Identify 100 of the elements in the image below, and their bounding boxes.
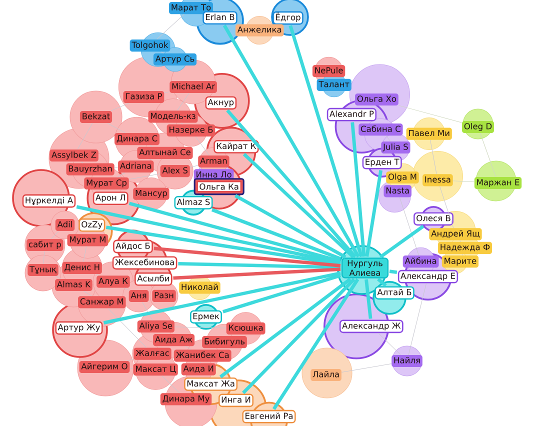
edge-line — [452, 180, 474, 182]
name-label: Марите — [442, 256, 479, 268]
highlight-edge — [242, 152, 354, 258]
name-label: Динара Му — [160, 393, 212, 406]
edge-line — [149, 158, 152, 160]
highlight-edge — [389, 270, 398, 274]
name-label: Динара С — [114, 133, 160, 146]
edge-line — [50, 231, 59, 239]
name-label: Oleg D — [462, 120, 494, 134]
name-label: Alex S — [160, 165, 190, 178]
edge-line — [149, 145, 153, 147]
name-label: Алуа К — [96, 276, 130, 288]
edge-line — [110, 103, 130, 111]
name-label: Айбина — [402, 256, 439, 268]
highlight-edge — [106, 226, 341, 266]
edge-line — [117, 172, 126, 178]
highlight-edge — [128, 202, 341, 263]
edge-line — [174, 326, 226, 328]
name-label: Bauyrzhan — [66, 163, 114, 176]
edge-line — [83, 246, 87, 262]
name-label: Найля — [392, 354, 422, 368]
name-label: NePule — [312, 65, 346, 78]
highlight-edge — [226, 109, 357, 258]
highlighted-label: Alexandr P — [326, 108, 377, 122]
edge-line — [108, 308, 147, 348]
edge-line — [56, 276, 62, 279]
name-label: Almas K — [55, 278, 92, 292]
highlighted-label: Инга И — [218, 394, 254, 408]
edge-line — [161, 52, 164, 54]
highlighted-label: Жексебинова — [112, 256, 178, 270]
name-label: Мурат М — [67, 234, 108, 246]
highlighted-label: Erlan B — [202, 11, 238, 24]
highlight-edge — [222, 24, 360, 258]
name-label: Inessa — [422, 174, 453, 186]
highlighted-label: Ёдгор — [272, 11, 304, 25]
name-label: Анжелика — [235, 24, 284, 36]
highlight-edge — [364, 279, 372, 319]
name-label: Алтынай Се — [137, 146, 193, 159]
name-label: Надежда Ф — [438, 242, 492, 254]
edge-line — [180, 122, 184, 124]
name-label: Мансур — [133, 188, 170, 200]
highlighted-label: Асылби — [134, 272, 172, 286]
edge-line — [190, 165, 198, 168]
edge-line — [77, 123, 93, 150]
name-label: Julia S — [381, 141, 410, 154]
edge-line — [81, 162, 84, 164]
name-label: Андрей Ящ — [429, 228, 482, 240]
highlight-edge — [211, 208, 342, 260]
name-label: Маржан Е — [474, 176, 522, 190]
edge-line — [440, 186, 454, 228]
highlighted-label: Айдос Б — [113, 240, 153, 254]
name-label: Павел Ми — [406, 128, 452, 140]
highlight-edge — [103, 271, 341, 324]
edge-line — [156, 14, 184, 40]
edge-line — [177, 93, 190, 111]
edge-line — [142, 302, 153, 320]
name-label: Санжар М — [78, 296, 126, 308]
highlighted-label: Александр Е — [398, 270, 458, 284]
highlighted-label: Александр Ж — [339, 320, 404, 334]
highlight-edge — [234, 194, 346, 259]
name-label: Aliya Se — [137, 320, 174, 332]
name-label: Жалғас — [134, 348, 172, 360]
highlight-edge — [154, 246, 341, 268]
edge-line — [386, 136, 391, 142]
name-label: Жанибек Са — [174, 350, 232, 362]
edge-line — [195, 136, 210, 156]
highlighted-label: Алтай Б — [374, 286, 414, 300]
highlight-edge — [178, 262, 340, 270]
name-label: Талант — [316, 78, 352, 91]
name-label: Сабина С — [358, 124, 403, 136]
name-label: Тұнық — [28, 264, 58, 276]
name-label: Adriana — [118, 160, 154, 173]
name-label: Денис Н — [62, 262, 102, 274]
highlighted-label: Нұркелді А — [22, 194, 76, 208]
highlighted-label: Almaz S — [174, 196, 213, 210]
highlighted-label: Евгений Ра — [242, 410, 296, 424]
name-label: сабит р — [26, 238, 64, 252]
highlight-edge — [377, 278, 387, 287]
highlight-edge — [222, 274, 341, 314]
highlighted-label: Олеся В — [414, 212, 454, 226]
name-label: Марат То — [169, 2, 214, 14]
name-label: Tolgohok — [130, 40, 170, 52]
highlight-edge — [76, 205, 341, 264]
edge-line — [430, 140, 437, 174]
edge-line — [408, 283, 427, 355]
name-label: Nasta — [384, 185, 412, 198]
highlight-edge — [350, 122, 366, 257]
name-label: Аида Аж — [153, 334, 195, 346]
edge-line — [164, 92, 170, 94]
framed-label: Ольга Ка — [194, 178, 244, 196]
edge-line — [480, 133, 496, 177]
name-label: Разн — [152, 290, 176, 302]
edge-line — [107, 123, 126, 134]
edge-line — [128, 174, 160, 180]
name-label: Ольга Хо — [355, 93, 398, 106]
name-label: Артур Сь — [153, 53, 197, 66]
name-label: Michael Ar — [170, 80, 217, 94]
highlighted-label: OzZy — [78, 218, 106, 232]
edge-line — [124, 288, 129, 291]
name-label: Аида И — [181, 363, 216, 376]
